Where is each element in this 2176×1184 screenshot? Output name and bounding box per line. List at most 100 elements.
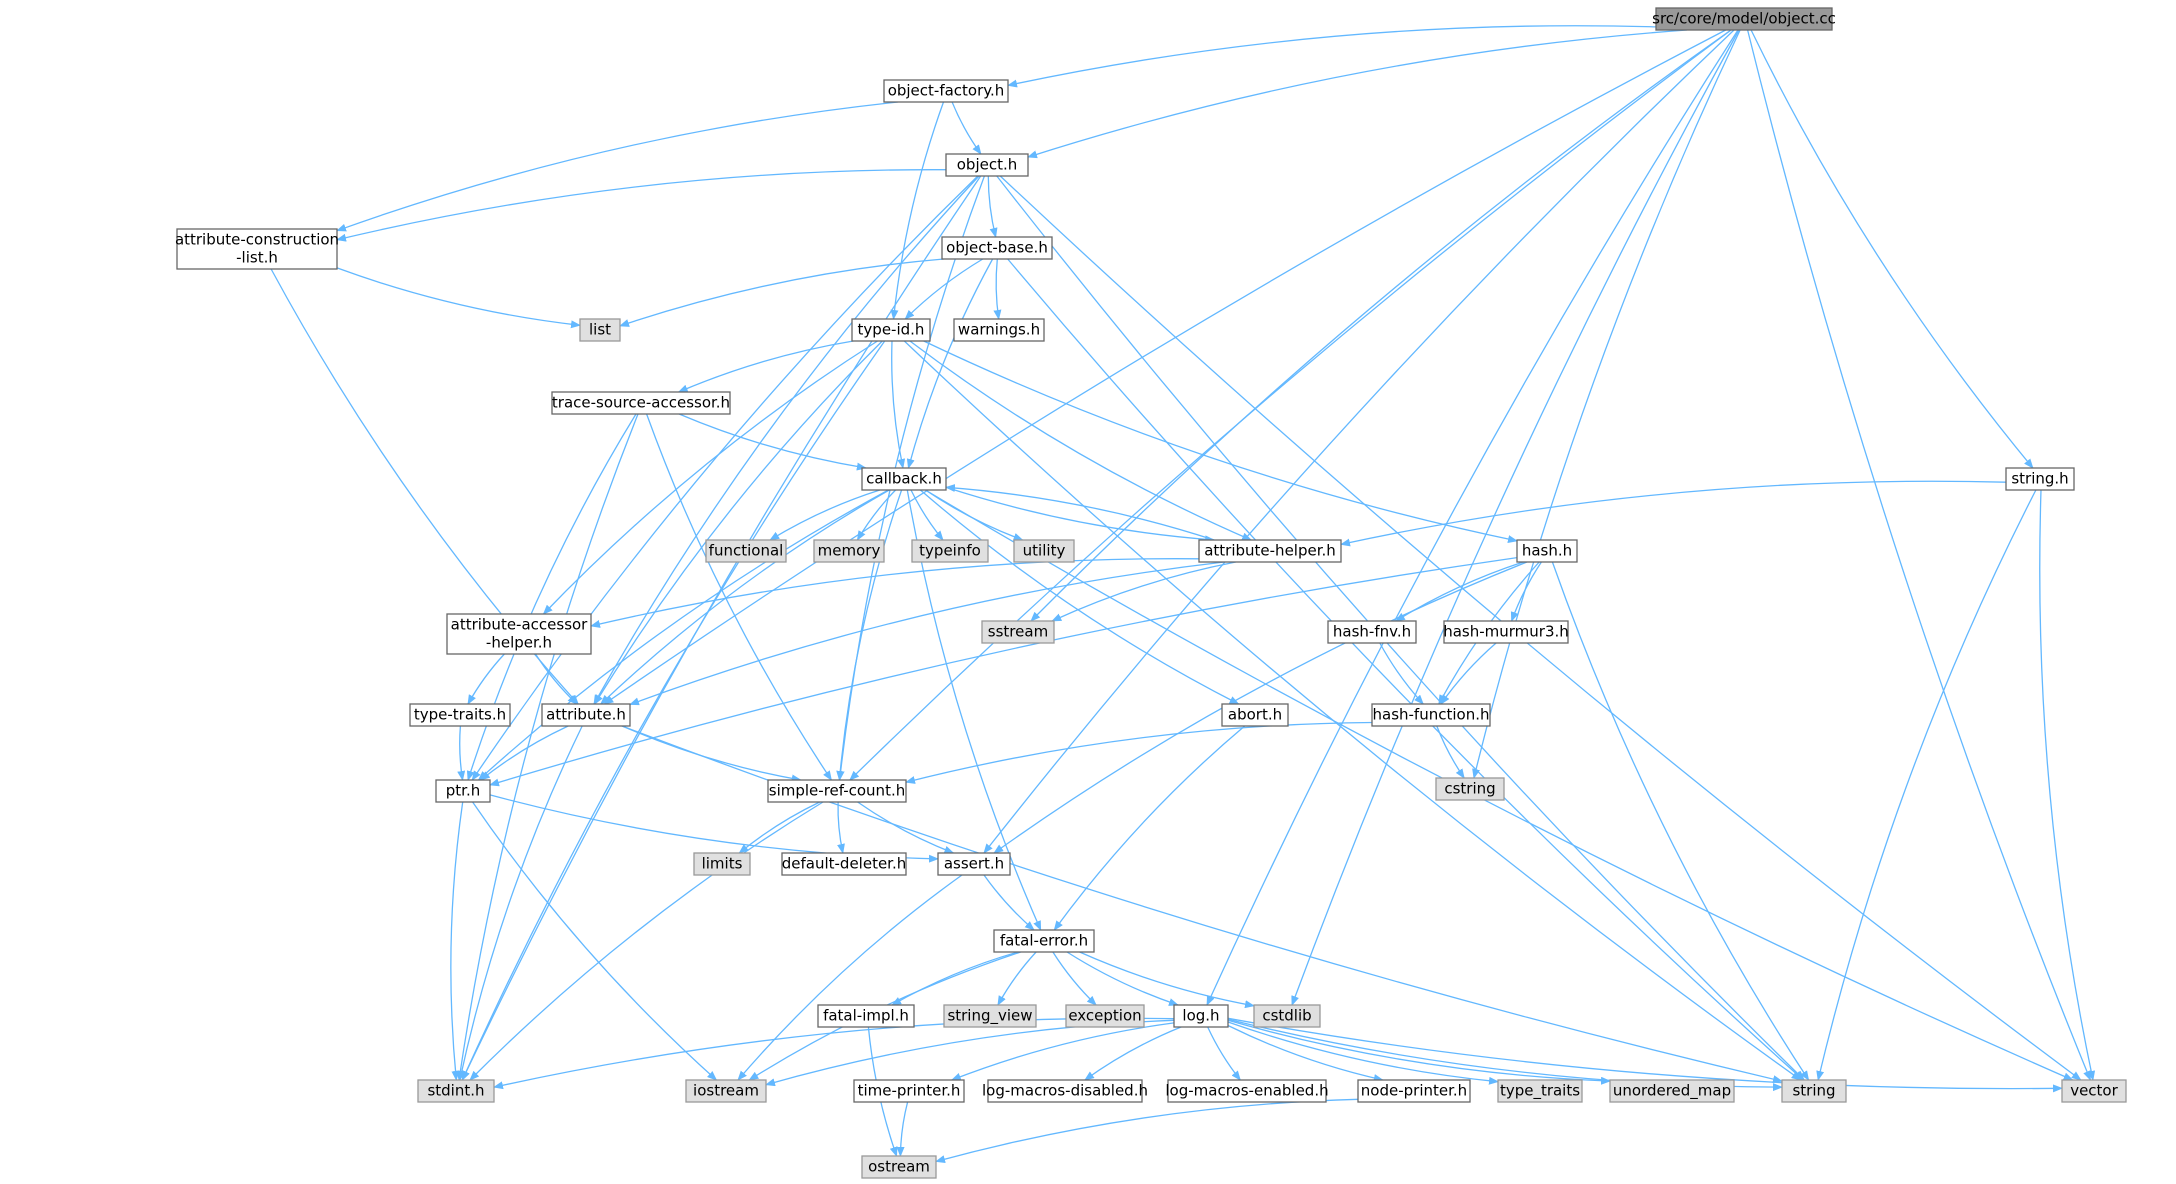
node-simple-ref-h[interactable]: simple-ref-count.h [767, 779, 907, 803]
node-box [781, 852, 907, 876]
edge-ptr_h-to-assert_h [489, 794, 939, 863]
edge-callback_h-to-utility [925, 489, 1024, 541]
node-label: type-id.h [858, 321, 925, 339]
node-type-id-h[interactable]: type-id.h [851, 318, 931, 342]
node-box [813, 539, 885, 563]
node-label: abort.h [1228, 706, 1282, 724]
node-box [693, 852, 751, 876]
node-node-printer-h[interactable]: node-printer.h [1357, 1079, 1471, 1103]
edge-object_h-to-attr_construction_h [336, 169, 947, 242]
edge-attr_helper_h-to-sstream [1051, 561, 1236, 622]
edge-type_id_h-to-hash_h [923, 340, 1518, 543]
edge-attr_helper_h-to-attr_accessor_h [590, 558, 1200, 628]
node-attr-helper-h[interactable]: attribute-helper.h [1198, 539, 1342, 563]
node-fatal-error-h[interactable]: fatal-error.h [993, 929, 1095, 953]
edge-hash_murmur_h-to-hash_function_h [1440, 642, 1497, 705]
node-fatal-impl-h[interactable]: fatal-impl.h [817, 1004, 915, 1028]
node-attribute-h[interactable]: attribute.h [541, 703, 631, 727]
node-sstream: sstream [981, 620, 1055, 644]
edge-object_cc-to-simple_ref_h [849, 29, 1732, 781]
node-label: hash-fnv.h [1333, 623, 1411, 641]
node-box [541, 703, 631, 727]
node-box [705, 539, 787, 563]
node-default-deleter-h[interactable]: default-deleter.h [781, 852, 907, 876]
node-label: simple-ref-count.h [769, 782, 905, 800]
node-label: memory [818, 542, 881, 560]
node-time-printer-h[interactable]: time-printer.h [853, 1079, 965, 1103]
edge-ptr_h-to-iostream [472, 801, 718, 1081]
node-object-cc[interactable]: src/core/model/object.cc [1652, 7, 1836, 31]
node-box [1167, 1079, 1327, 1103]
node-box [981, 620, 1055, 644]
node-vector: vector [2061, 1079, 2127, 1103]
node-label: fatal-impl.h [823, 1007, 909, 1025]
node-attr-construction-h[interactable]: attribute-construction-list.h [175, 228, 339, 270]
node-box [953, 318, 1045, 342]
node-box [1497, 1079, 1583, 1103]
node-callback-h[interactable]: callback.h [861, 467, 947, 491]
edge-type_id_h-to-trace_source_h [677, 340, 854, 393]
node-type-traits: type_traits [1497, 1079, 1583, 1103]
edge-log_h-to-log_macros_disabled_h [1084, 1026, 1182, 1081]
node-functional: functional [705, 539, 787, 563]
node-box [579, 318, 621, 342]
node-string-view: string_view [943, 1004, 1037, 1028]
edge-simple_ref_h-to-default_deleter_h [837, 801, 845, 854]
node-label: cstring [1444, 780, 1495, 798]
node-typeinfo: typeinfo [911, 539, 989, 563]
edge-simple_ref_h-to-stdint_h [469, 801, 824, 1081]
edge-attribute_h-to-ptr_h [480, 725, 569, 781]
node-hash-fnv-h[interactable]: hash-fnv.h [1327, 620, 1417, 644]
node-exception: exception [1065, 1004, 1145, 1028]
node-log-h[interactable]: log.h [1173, 1004, 1229, 1028]
edge-log_h-to-unordered_map [1227, 1019, 1611, 1085]
edge-object_cc-to-object_factory_h [1007, 25, 1657, 88]
edge-attribute_h-to-stdint_h [457, 725, 583, 1081]
node-label: trace-source-accessor.h [552, 394, 730, 412]
edge-log_h-to-log_macros_enabled_h [1207, 1026, 1241, 1081]
node-trace-source-h[interactable]: trace-source-accessor.h [551, 391, 731, 415]
edge-type_id_h-to-attr_helper_h [909, 340, 1253, 541]
node-box [767, 779, 907, 803]
edge-log_h-to-node_printer_h [1227, 1024, 1384, 1082]
node-log-macros-enabled-h[interactable]: log-macros-enabled.h [1165, 1079, 1329, 1103]
node-box [1173, 1004, 1229, 1028]
node-label: vector [2070, 1082, 2118, 1100]
edge-object_cc-to-string_h [1750, 29, 2034, 469]
node-ptr-h[interactable]: ptr.h [435, 779, 491, 803]
edge-string_h-to-string [1816, 489, 2037, 1081]
edge-log_h-to-iostream [765, 1019, 1175, 1087]
edge-fatal_error_h-to-exception [1052, 951, 1097, 1006]
node-string-h[interactable]: string.h [2005, 467, 2075, 491]
node-type-traits-h[interactable]: type-traits.h [409, 703, 511, 727]
edge-object_h-to-object_base_h [987, 175, 998, 238]
node-label: functional [709, 542, 784, 560]
node-label: typeinfo [919, 542, 981, 560]
node-object-factory-h[interactable]: object-factory.h [883, 79, 1009, 103]
node-box [551, 391, 731, 415]
node-abort-h[interactable]: abort.h [1221, 703, 1289, 727]
node-box [853, 1079, 965, 1103]
node-label: type-traits.h [414, 706, 506, 724]
node-box [1221, 703, 1289, 727]
node-hash-function-h[interactable]: hash-function.h [1371, 703, 1491, 727]
node-hash-h[interactable]: hash.h [1516, 539, 1578, 563]
edge-attr_construction_h-to-list [336, 267, 581, 329]
node-warnings-h[interactable]: warnings.h [953, 318, 1045, 342]
node-object-base-h[interactable]: object-base.h [941, 236, 1053, 260]
node-label: sstream [988, 623, 1048, 641]
edge-time_printer_h-to-ostream [896, 1101, 909, 1157]
node-assert-h[interactable]: assert.h [937, 852, 1011, 876]
node-log-macros-disabled-h[interactable]: log-macros-disabled.h [982, 1079, 1148, 1103]
edge-object_cc-to-cstdlib [1291, 29, 1740, 1006]
node-attr-accessor-h[interactable]: attribute-accessor-helper.h [446, 613, 592, 655]
node-hash-murmur-h[interactable]: hash-murmur3.h [1443, 620, 1569, 644]
edge-hash_h-to-string [1551, 561, 1810, 1081]
edge-ptr_h-to-stdint_h [450, 801, 464, 1081]
edge-node_printer_h-to-ostream [935, 1098, 1359, 1163]
edge-type_id_h-to-attribute_h [594, 340, 883, 705]
node-cstdlib: cstdlib [1253, 1004, 1321, 1028]
node-object-h[interactable]: object.h [945, 153, 1029, 177]
node-box [1253, 1004, 1321, 1028]
